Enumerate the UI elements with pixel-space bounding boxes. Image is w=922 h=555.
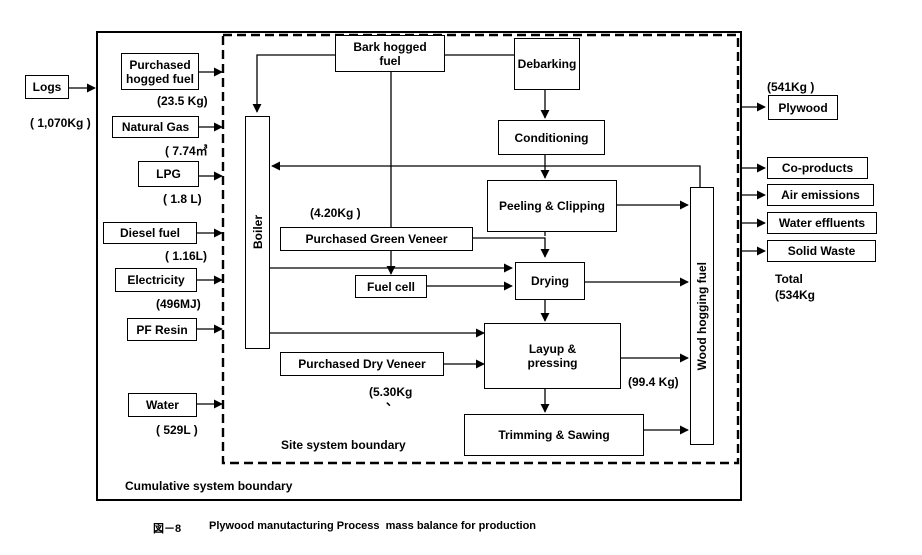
input-diesel: Diesel fuel xyxy=(103,222,197,244)
peeling-clipping-box: Peeling & Clipping xyxy=(487,180,617,232)
arrow-hogging-to-boiler xyxy=(271,161,701,187)
input-logs: Logs xyxy=(25,75,69,99)
input-natural-gas: Natural Gas xyxy=(112,116,199,138)
figure-number: 図－8 xyxy=(153,523,182,535)
output-water-effluents: Water effluents xyxy=(767,212,877,234)
plywood-amount: (541Kg ) xyxy=(767,80,815,94)
layup-amount: (99.4 Kg) xyxy=(628,375,679,389)
debarking-box: Debarking xyxy=(514,38,580,90)
input-lpg-amount: ( 1.8 L) xyxy=(163,192,202,206)
boiler-label: Boiler xyxy=(250,215,265,250)
green-veneer-amount: (4.20Kg ) xyxy=(310,206,361,220)
wood-hogging-fuel-box: Wood hogging fuel xyxy=(690,187,714,445)
input-diesel-amount: ( 1.16L) xyxy=(165,249,208,263)
cumulative-boundary-frame xyxy=(96,31,742,501)
purchased-dry-veneer-box: Purchased Dry Veneer xyxy=(280,352,444,376)
output-co-products: Co-products xyxy=(767,157,868,179)
trimming-sawing-box: Trimming & Sawing xyxy=(464,414,644,456)
input-lpg: LPG xyxy=(138,161,199,187)
input-water: Water xyxy=(128,393,197,417)
output-air-emissions: Air emissions xyxy=(767,184,874,206)
dry-veneer-amount: (5.30Kg xyxy=(369,385,413,399)
bark-hogged-fuel-box: Bark hogged fuel xyxy=(335,35,445,72)
arrow-bark-to-boiler xyxy=(252,54,335,113)
site-boundary-label: Site system boundary xyxy=(281,438,406,452)
output-total: Total (534Kg xyxy=(775,272,816,302)
fuel-cell-box: Fuel cell xyxy=(355,275,427,298)
output-plywood: Plywood xyxy=(768,95,838,120)
wood-hogging-fuel-label: Wood hogging fuel xyxy=(695,261,709,371)
cumulative-boundary-label: Cumulative system boundary xyxy=(125,479,293,493)
conditioning-box: Conditioning xyxy=(498,120,605,155)
purchased-green-veneer-box: Purchased Green Veneer xyxy=(280,227,473,251)
figure-title: Plywood manutacturing Process mass balan… xyxy=(209,520,537,532)
input-electricity-amount: (496MJ) xyxy=(156,297,201,311)
input-hogged-fuel: Purchased hogged fuel xyxy=(121,53,199,90)
input-pf-resin: PF Resin xyxy=(127,318,197,341)
input-hogged-fuel-amount: (23.5 Kg) xyxy=(157,94,208,108)
input-logs-amount: ( 1,070Kg ) xyxy=(30,116,91,130)
site-boundary-frame xyxy=(221,33,740,465)
input-electricity: Electricity xyxy=(115,268,197,292)
input-water-amount: ( 529L ) xyxy=(156,423,198,437)
input-natural-gas-amount: ( 7.74㎥ xyxy=(165,144,208,158)
boiler-box: Boiler xyxy=(245,116,270,349)
dry-veneer-mark: 、 xyxy=(386,394,399,408)
arrow-green-veneer xyxy=(473,237,550,258)
layup-pressing-box: Layup & pressing xyxy=(484,323,621,389)
drying-box: Drying xyxy=(515,262,585,300)
output-solid-waste: Solid Waste xyxy=(767,240,876,262)
